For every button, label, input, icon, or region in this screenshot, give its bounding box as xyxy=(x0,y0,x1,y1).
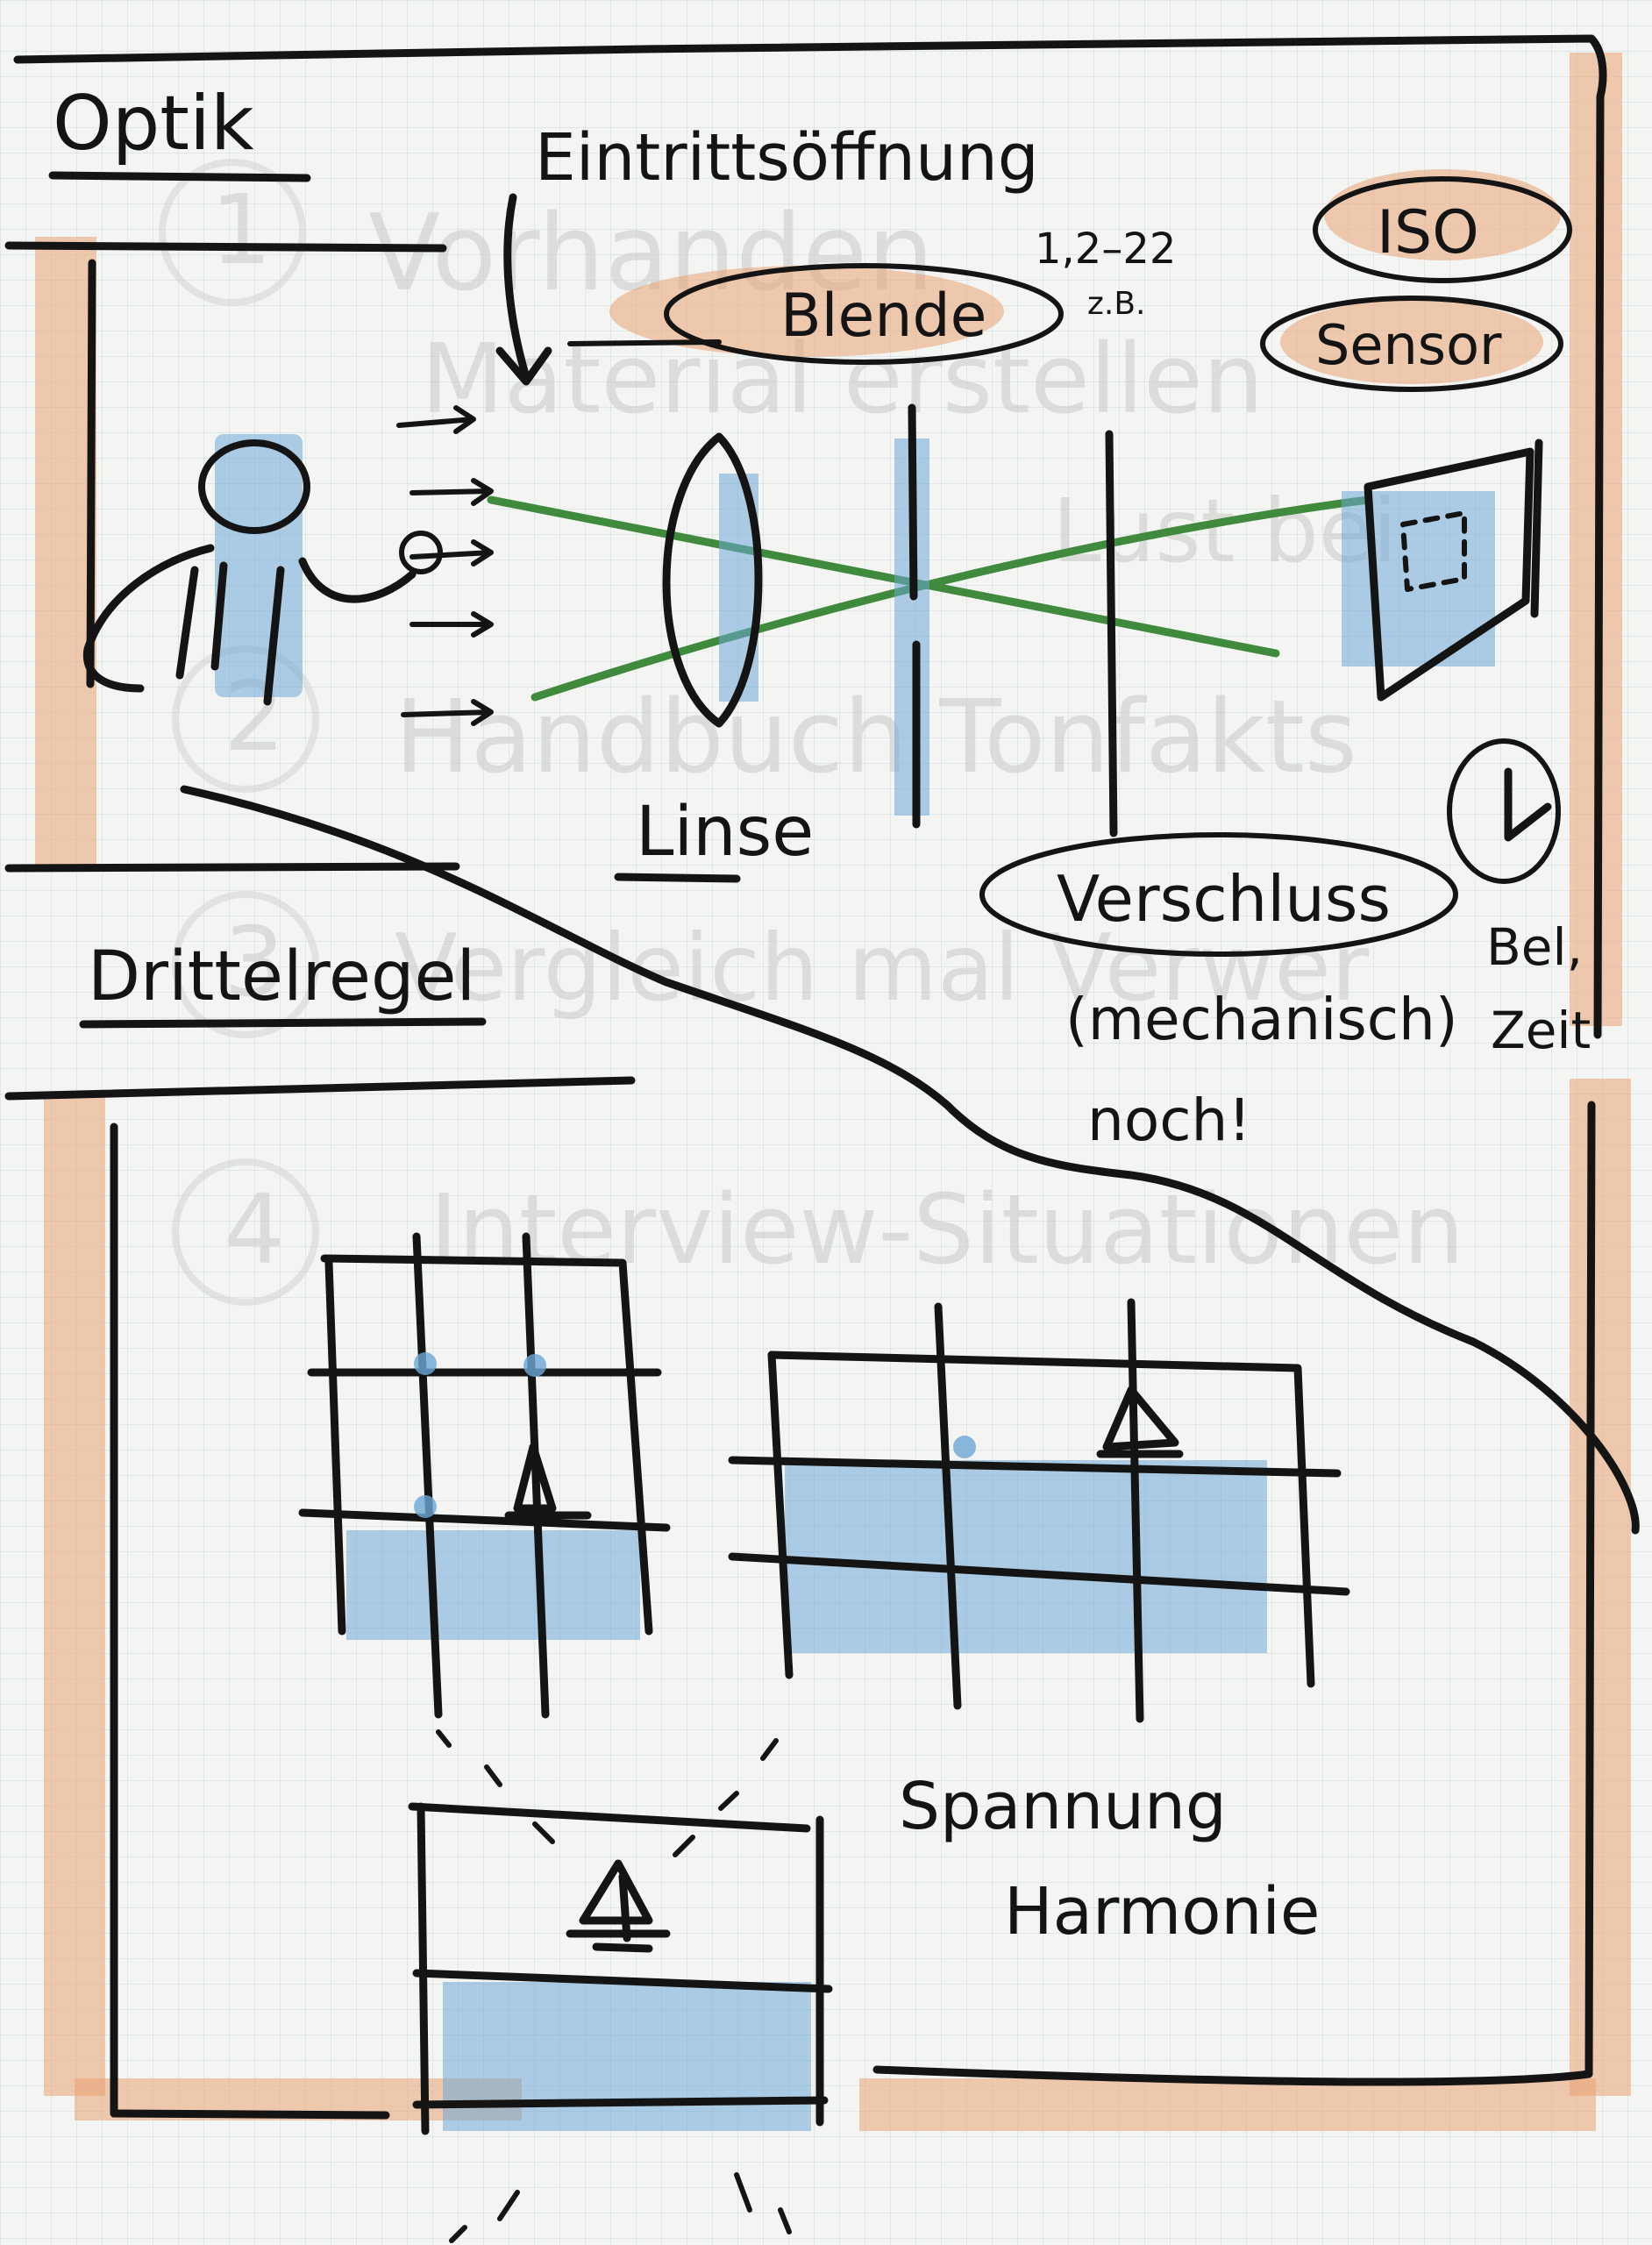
optik-frame xyxy=(4,34,1607,2120)
optik-title: Optik xyxy=(53,80,254,167)
entrance-arrow xyxy=(503,193,530,381)
person-figure xyxy=(82,434,443,706)
f-number-example: z.B. xyxy=(1087,286,1145,322)
aperture-line xyxy=(894,403,929,829)
lens-drawing xyxy=(662,432,763,728)
bulb-label: Bel, xyxy=(1486,917,1583,977)
aperture-label: Blende xyxy=(780,282,986,351)
aperture-leader-line xyxy=(567,339,722,346)
ghost-number-4: 4 xyxy=(224,1173,285,1286)
clock-icon xyxy=(1447,738,1561,884)
shutter-bubble xyxy=(979,832,1458,957)
aperture-bubble xyxy=(664,263,1064,365)
ghost-line-4: Handbuch Tonfakts xyxy=(395,679,1357,796)
thirds-portrait-frame xyxy=(298,1232,671,1719)
entrance-arrowhead xyxy=(495,346,552,386)
caption-spannung: Spannung xyxy=(899,1769,1227,1844)
f-number-range: 1,2–22 xyxy=(1035,224,1176,274)
shutter-label: Verschluss xyxy=(1057,862,1391,936)
orange-marker-shading xyxy=(35,53,1631,2131)
caption-harmonie: Harmonie xyxy=(1004,1874,1320,1949)
drittelregel-underline xyxy=(79,1017,487,1029)
sensor-bubble xyxy=(1260,296,1563,392)
section-divider-curve xyxy=(180,785,1640,1535)
entrance-label: Eintrittsöffnung xyxy=(535,120,1039,196)
optik-title-underline xyxy=(48,171,311,182)
sensor-drawing xyxy=(1342,438,1543,702)
shutter-line xyxy=(1105,430,1118,837)
iso-label: ISO xyxy=(1377,198,1479,267)
shutter-note-2: noch! xyxy=(1087,1087,1251,1154)
lens-label: Linse xyxy=(636,793,814,872)
bulb-label-2: Zeit xyxy=(1491,1001,1591,1060)
ghost-number-1: 1 xyxy=(210,174,272,286)
thirds-landscape-frame xyxy=(728,1298,1350,1723)
ghost-line-6: Interview-Situationen xyxy=(430,1173,1464,1286)
centered-boat-frame xyxy=(408,1729,833,2243)
drittelregel-title: Drittelregel xyxy=(88,937,475,1016)
ghost-number-3: 3 xyxy=(224,906,285,1018)
lens-underline xyxy=(614,873,741,883)
light-ray-2 xyxy=(530,495,1372,702)
shutter-note: (mechanisch) xyxy=(1065,986,1458,1053)
iso-bubble xyxy=(1313,176,1572,283)
light-ray-1 xyxy=(487,495,1280,658)
sensor-label: Sensor xyxy=(1315,313,1502,377)
light-arrows xyxy=(396,405,494,726)
